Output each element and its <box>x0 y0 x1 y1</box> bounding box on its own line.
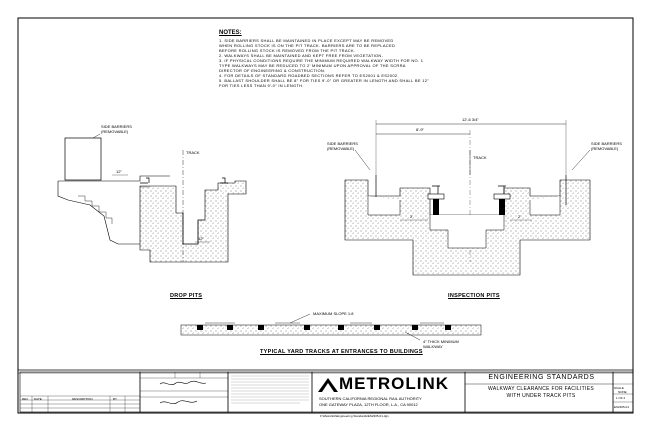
file-path: F:\Metrolink\Engineering Standards\ES230… <box>320 414 389 418</box>
drawing-title-line-1: WALKWAY CLEARANCE FOR FACILITIES <box>487 386 594 392</box>
agency-line-2: ONE GATEWAY PLAZA, 12TH FLOOR, L.A., CA … <box>319 402 418 407</box>
note-line: TYPE WALKWAYS MAY BE REDUCED TO 2' MINIM… <box>219 63 406 68</box>
inspection-track-label: TRACK <box>473 155 487 160</box>
engineering-standards-title: ENGINEERING STANDARDS <box>488 374 595 381</box>
inspection-dim-2a: 2' <box>410 214 413 219</box>
drop-pits-track-label: TRACK <box>186 150 200 155</box>
drawing-title: WALKWAY CLEARANCE FOR FACILITIES WITH UN… <box>471 386 611 400</box>
yard-walkway-label: 4" THICK MINIMUM WALKWAY <box>423 339 459 349</box>
drop-pits-section <box>57 133 247 263</box>
drawing-number: ES2305-01 <box>614 405 630 409</box>
yard-tracks-section <box>180 313 482 341</box>
note-line: 3. IF PHYSICAL CONDITIONS REQUIRE THE MI… <box>219 58 424 63</box>
note-line: FOR TIES LESS THAN 9'-0" IN LENGTH. <box>219 83 304 88</box>
drop-pits-dim-12b: 12" <box>198 236 204 241</box>
title-block-lines <box>19 371 634 413</box>
metrolink-logo-mark <box>318 378 338 392</box>
drop-pits-dim-12a: 12" <box>116 169 122 174</box>
inspection-overall-dim: 12'-6 3/4" <box>462 117 479 122</box>
note-line: BEFORE ROLLING STOCK IS REMOVED FROM THE… <box>219 48 356 53</box>
note-line: WHEN ROLLING STOCK IS ON THE PIT TRACK. … <box>219 43 396 48</box>
logo-text: METROLINK <box>339 374 450 393</box>
scale-label: SCALE <box>614 386 624 390</box>
metrolink-logo: METROLINK SOUTHERN CALIFORNIA REGIONAL R… <box>313 372 461 416</box>
desc-col-header: DESCRIPTION <box>72 397 93 401</box>
rev-col-header: REV <box>22 397 29 401</box>
inspection-pits-caption: INSPECTION PITS <box>448 293 500 299</box>
notes-title: NOTES: <box>219 30 242 36</box>
inspection-side-barriers-right: SIDE BARRIERS (REMOVABLE) <box>591 141 622 151</box>
yard-tracks-caption: TYPICAL YARD TRACKS AT ENTRANCES TO BUIL… <box>260 349 423 355</box>
note-line: 5. BALLAST SHOULDER SHALL BE 8" FOR TIES… <box>219 78 429 83</box>
drop-pits-caption: DROP PITS <box>170 293 203 299</box>
drop-pits-side-barriers-label: SIDE BARRIERS (REMOVABLE) <box>101 124 132 134</box>
inspection-dim-2b: 2' <box>518 214 521 219</box>
inspection-pits-section <box>344 120 591 276</box>
scale-value: NONE <box>618 390 627 394</box>
by-col-header: BY <box>113 397 118 401</box>
sheet-number: 1 OF 2 <box>616 396 626 400</box>
inspection-inner-dim: 8'-9" <box>416 127 424 132</box>
inspection-side-barriers-left: SIDE BARRIERS (REMOVABLE) <box>327 141 358 151</box>
yard-slope-label: MAXIMUM SLOPE 1:8 <box>313 311 354 316</box>
date-col-header: DATE <box>34 397 42 401</box>
note-line: 1. SIDE BARRIERS SHALL BE MAINTAINED IN … <box>219 38 394 43</box>
note-line: 4. FOR DETAILS OF STANDARD ROADBED SECTI… <box>219 73 399 78</box>
agency-line-1: SOUTHERN CALIFORNIA REGIONAL RAIL AUTHOR… <box>319 396 422 401</box>
note-line: 2. WALKWAYS SHALL BE MAINTAINED AND KEPT… <box>219 53 384 58</box>
drawing-title-line-2: WITH UNDER TRACK PITS <box>506 393 576 399</box>
note-line: DIRECTOR OF ENGINEERING & CONSTRUCTION. <box>219 68 326 73</box>
sheet-border <box>17 17 634 414</box>
